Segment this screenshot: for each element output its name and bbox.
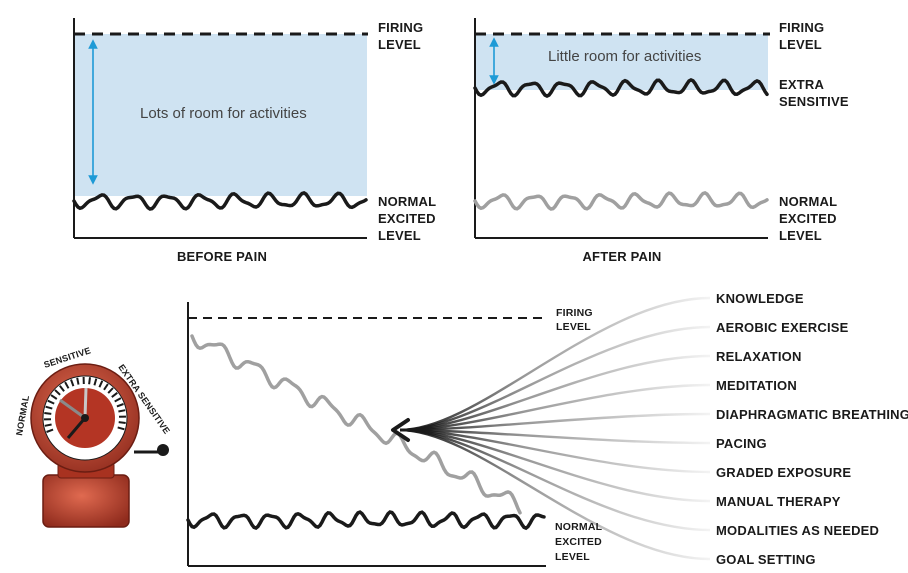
dial-tick bbox=[44, 412, 52, 415]
dial-tick bbox=[118, 409, 126, 413]
treatment-arrow-icon bbox=[391, 418, 410, 442]
dial-tick bbox=[118, 421, 126, 424]
dial-tick bbox=[98, 380, 104, 388]
treatment-item: PACING bbox=[716, 436, 767, 451]
after-pain-caption: AFTER PAIN bbox=[582, 249, 661, 264]
dial-ticks bbox=[43, 376, 127, 433]
normal-excited-level-label: NORMAL EXCITED LEVEL bbox=[779, 194, 841, 243]
alarm-label-normal: NORMAL bbox=[14, 394, 31, 436]
fan-line bbox=[399, 412, 711, 432]
dial-tick bbox=[44, 423, 52, 427]
treatment-item: MANUAL THERAPY bbox=[716, 494, 841, 509]
extra-sensitive-label: EXTRA SENSITIVE bbox=[779, 77, 849, 109]
before-pain-caption: BEFORE PAIN bbox=[177, 249, 267, 264]
dial-tick bbox=[103, 383, 109, 391]
firing-level-label: FIRING LEVEL bbox=[779, 20, 828, 52]
fan-line bbox=[399, 428, 711, 532]
after-pain-panel: Little room for activities FIRING LEVEL … bbox=[473, 18, 849, 264]
dial-tick bbox=[93, 378, 98, 386]
dial-tick bbox=[117, 426, 125, 431]
alarm-housing bbox=[42, 474, 130, 528]
fan-line bbox=[399, 428, 711, 561]
dial-tick bbox=[59, 385, 65, 392]
dial-tick bbox=[54, 389, 61, 396]
dial-tick bbox=[64, 381, 70, 389]
descending-sensitivity-wave bbox=[190, 334, 522, 515]
dial-tick bbox=[116, 403, 124, 408]
treatment-item: MODALITIES AS NEEDED bbox=[716, 523, 879, 538]
fan-line bbox=[399, 296, 711, 432]
needle-sensitive bbox=[59, 398, 86, 420]
dial-tick bbox=[111, 392, 118, 398]
treatment-list: KNOWLEDGE AEROBIC EXERCISE RELAXATION ME… bbox=[716, 291, 908, 567]
normal-excited-wave-faded bbox=[473, 191, 769, 211]
activity-room-area bbox=[74, 34, 367, 196]
alarm-bell-icon: NORMAL SENSITIVE EXTRA SENSITIVE bbox=[14, 345, 172, 528]
dial-tick bbox=[70, 379, 75, 387]
treatment-item: MEDITATION bbox=[716, 378, 797, 393]
treatment-item: AEROBIC EXERCISE bbox=[716, 320, 849, 335]
treatment-item: KNOWLEDGE bbox=[716, 291, 804, 306]
normal-excited-level-label: NORMAL EXCITED LEVEL bbox=[555, 521, 605, 563]
fan-line bbox=[399, 428, 711, 445]
firing-level-label: FIRING LEVEL bbox=[556, 307, 596, 333]
dial-tick bbox=[45, 405, 53, 410]
firing-level-label: FIRING LEVEL bbox=[378, 20, 427, 52]
before-pain-panel: Lots of room for activities FIRING LEVEL… bbox=[72, 18, 440, 264]
dial-tick bbox=[107, 387, 114, 394]
fan-line bbox=[399, 428, 711, 474]
treatment-item: GRADED EXPOSURE bbox=[716, 465, 851, 480]
dial-tick bbox=[76, 377, 80, 385]
room-label: Little room for activities bbox=[548, 48, 701, 65]
room-label: Lots of room for activities bbox=[140, 105, 307, 122]
extra-sensitive-wave bbox=[473, 77, 769, 99]
activity-room-area bbox=[475, 34, 768, 90]
normal-excited-level-label: NORMAL EXCITED LEVEL bbox=[378, 194, 440, 243]
fan-line bbox=[399, 354, 711, 432]
treatment-fan-lines bbox=[399, 296, 711, 561]
normal-excited-wave bbox=[72, 191, 368, 211]
fan-line bbox=[399, 325, 711, 432]
dial-tick bbox=[88, 377, 91, 385]
treatment-item: GOAL SETTING bbox=[716, 552, 816, 567]
normal-excited-wave bbox=[186, 510, 546, 531]
dial-tick bbox=[114, 397, 122, 403]
treatment-item: DIAPHRAGMATIC BREATHING bbox=[716, 407, 908, 422]
needle-extra bbox=[83, 387, 88, 419]
dial-tick bbox=[50, 394, 58, 400]
needle-normal bbox=[66, 417, 87, 439]
dial-tick bbox=[47, 399, 55, 405]
fan-line bbox=[399, 383, 711, 432]
dial-tick bbox=[46, 428, 54, 433]
fan-line bbox=[399, 428, 711, 503]
treatment-item: RELAXATION bbox=[716, 349, 802, 364]
treatment-panel: FIRING LEVEL NORMAL EXCITED LEVEL KNOWLE… bbox=[186, 291, 908, 567]
